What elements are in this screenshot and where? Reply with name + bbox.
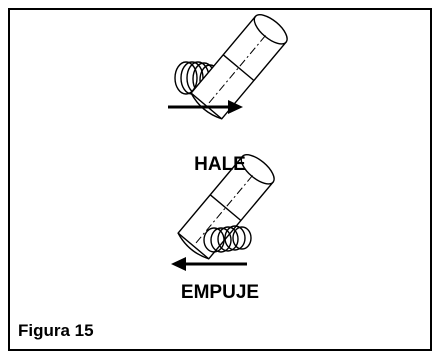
push-label: EMPUJE — [180, 282, 260, 303]
arrow-left-icon — [171, 257, 247, 271]
push-tool-body — [177, 154, 275, 260]
arrow-right-icon — [168, 100, 243, 114]
push-trail — [203, 225, 252, 253]
pull-label: HALE — [194, 154, 246, 175]
figure-caption: Figura 15 — [18, 321, 94, 340]
pull-tool-body — [190, 14, 288, 120]
tool-push-stroke-icon — [177, 154, 275, 260]
figure-frame — [8, 8, 432, 351]
